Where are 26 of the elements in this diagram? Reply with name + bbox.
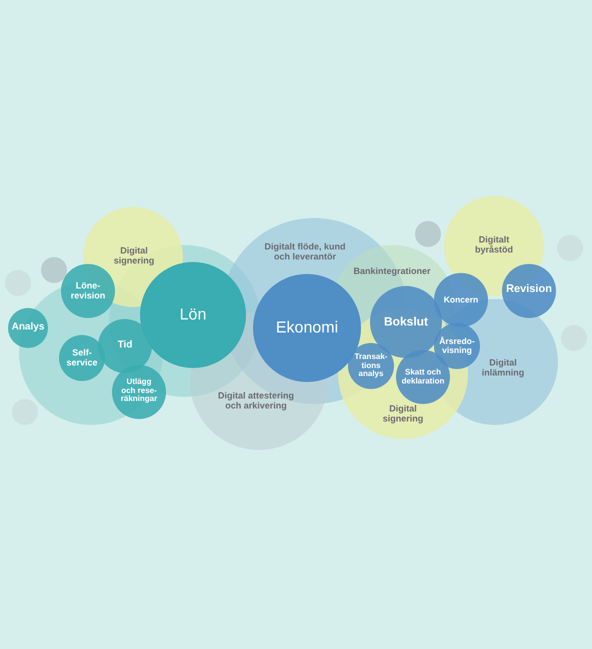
bubble-label: Tid <box>118 340 132 352</box>
bubble <box>415 221 441 247</box>
bubble-label: Digital inlämning <box>480 358 526 378</box>
bubble-label: Utlägg och rese- räkningar <box>120 378 158 404</box>
bubble-label: Digital signering <box>112 246 156 266</box>
bubble <box>8 308 48 348</box>
bubble-label: Self- service <box>65 348 99 368</box>
bubble-label: Digital signering <box>382 404 424 424</box>
bubble-label: Årsredo- visning <box>438 336 476 356</box>
bubble-label: Lön <box>180 306 206 324</box>
bubble <box>61 264 115 318</box>
bubble-label: Digitalt flöde, kund och leverantör <box>264 242 346 262</box>
bubble-label: Koncern <box>444 295 478 305</box>
bubble-label: Skatt och deklaration <box>400 368 446 386</box>
bubble <box>12 399 38 425</box>
bubble-label: Digitalt byråstöd <box>474 235 514 255</box>
bubble-label: Ekonomi <box>276 319 338 337</box>
bubble-label: Revision <box>506 284 552 296</box>
bubble-label: Bankintegrationer <box>354 267 430 277</box>
bubble-label: Digital attestering och arkivering <box>216 391 295 411</box>
bubble <box>41 257 67 283</box>
bubble-label: Analys <box>12 322 44 334</box>
bubble-label: Transak- tions analys <box>354 353 388 379</box>
bubble-label: Bokslut <box>384 316 428 328</box>
bubble <box>502 264 556 318</box>
bubble-label: Löne- revision <box>70 281 106 301</box>
